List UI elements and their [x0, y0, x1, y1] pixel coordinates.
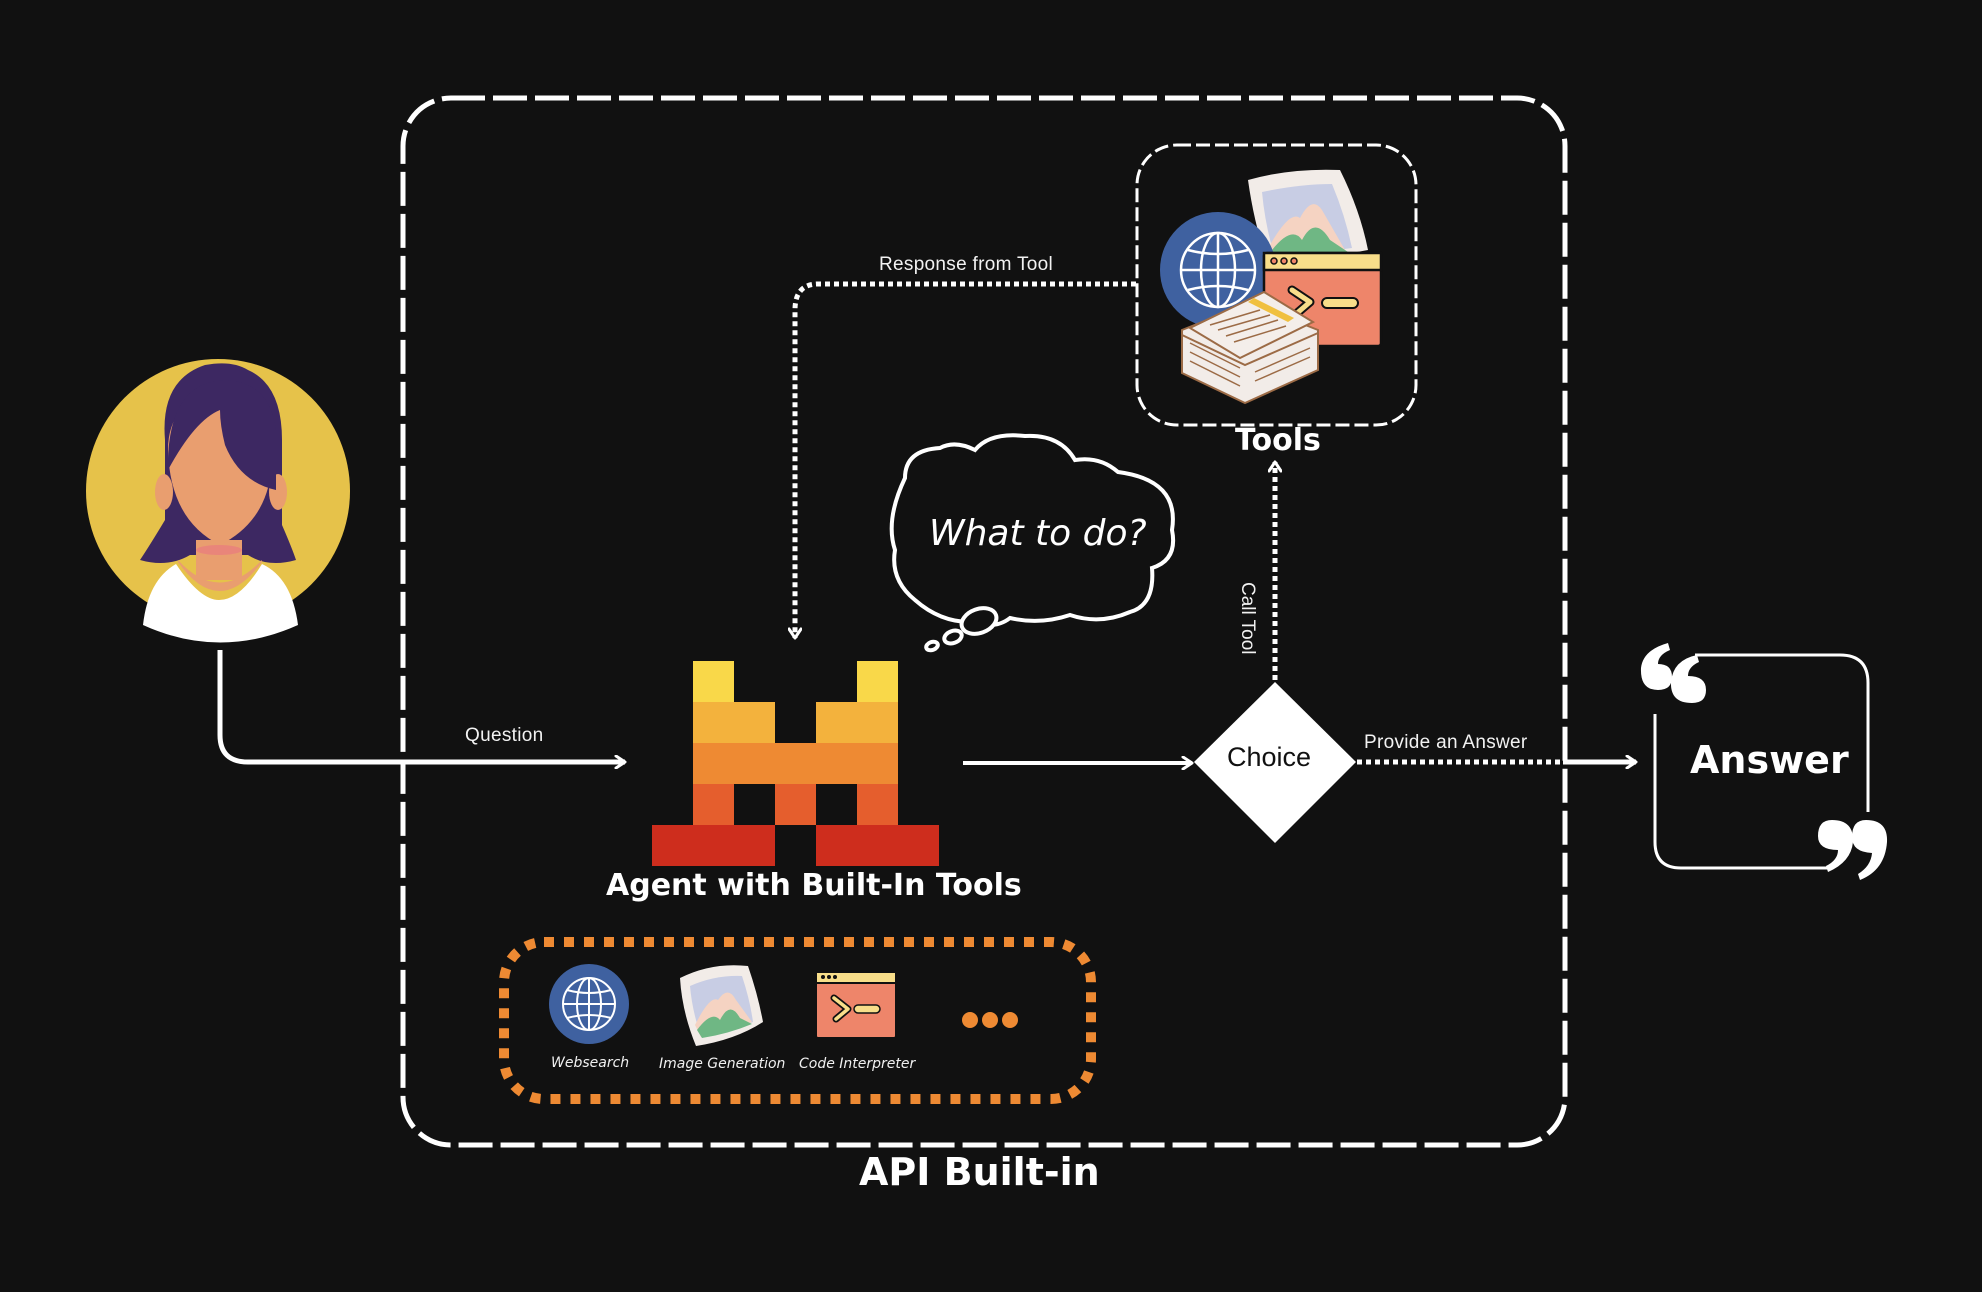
- websearch-caption: Websearch: [551, 1055, 630, 1071]
- image-generation-icon: [680, 965, 763, 1046]
- documents-icon: [1181, 290, 1319, 405]
- thought-cloud: [889, 433, 1175, 653]
- answer-label: Answer: [1690, 738, 1849, 782]
- websearch-globe-icon: [549, 964, 629, 1044]
- built-in-tools-container: [499, 937, 1096, 1104]
- agent-label: Agent with Built-In Tools: [606, 868, 1022, 903]
- tools-container: [1135, 143, 1418, 427]
- tools-icon-cluster: [1160, 169, 1383, 405]
- user-avatar-icon: [86, 359, 350, 643]
- thought-text: What to do?: [929, 513, 1147, 554]
- tools-label: Tools: [1235, 423, 1321, 458]
- provide-answer-label: Provide an Answer: [1364, 732, 1528, 753]
- api-built-in-label: API Built-in: [859, 1150, 1100, 1194]
- response-from-tool-label: Response from Tool: [879, 254, 1054, 275]
- globe-icon: [1160, 212, 1276, 328]
- image-icon: [1248, 169, 1368, 268]
- choice-diamond: [1194, 682, 1356, 843]
- open-quote-icon: [1640, 643, 1706, 703]
- code-interpreter-caption: Code Interpreter: [799, 1056, 916, 1072]
- response-from-tool-edge: [795, 281, 1136, 638]
- question-edge: [217, 650, 625, 762]
- agent-logo: [652, 661, 939, 866]
- code-interpreter-icon: [815, 971, 897, 1039]
- image-generation-caption: Image Generation: [659, 1056, 786, 1072]
- answer-box: [1653, 653, 1870, 870]
- api-built-in-container: [400, 95, 1568, 1148]
- choice-label: Choice: [1227, 742, 1312, 772]
- close-quote-icon: [1818, 820, 1888, 880]
- question-label: Question: [465, 725, 544, 746]
- call-tool-label: Call Tool: [1237, 582, 1258, 655]
- more-icon: [962, 1012, 1018, 1028]
